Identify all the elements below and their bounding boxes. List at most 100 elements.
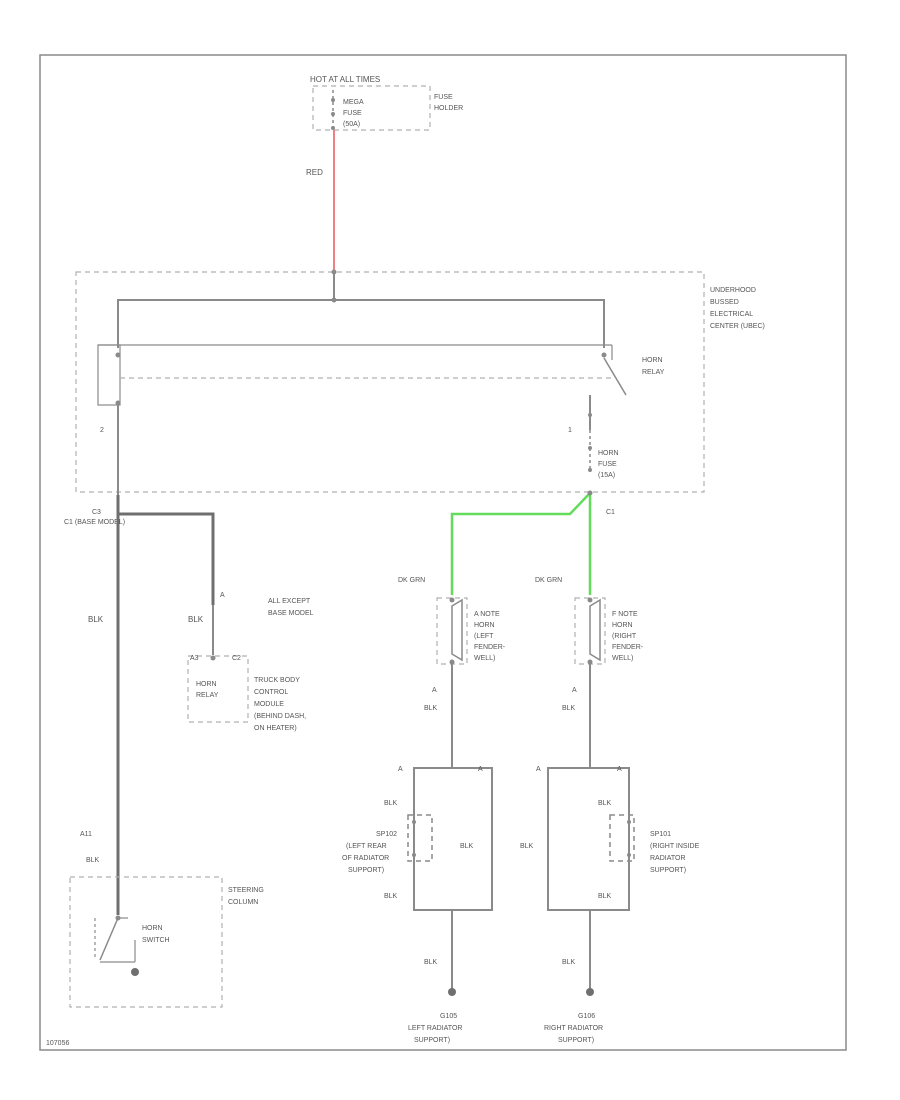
horn-right-label-1: F NOTE (612, 611, 638, 618)
tbcm-label-4: (BEHIND DASH, (254, 713, 306, 720)
dk-grn-wire-left (450, 492, 591, 595)
blk-wire-mid-label: BLK (188, 615, 204, 624)
pin-a-left-label: A (432, 687, 437, 694)
fuse-holder-label-2: HOLDER (434, 105, 463, 112)
horn-left-label-2: HORN (474, 622, 495, 629)
horn-relay-label-2: RELAY (642, 369, 665, 376)
ground-left-blk-label: BLK (424, 959, 438, 966)
ubec-label-3: ELECTRICAL (710, 311, 753, 318)
conn-c3-label: C3 (92, 509, 101, 516)
dk-grn-right-label: DK GRN (535, 577, 562, 584)
all-except-label-1: ALL EXCEPT (268, 598, 311, 605)
mega-fuse-label: MEGA (343, 99, 364, 106)
blk-horn-right-label: BLK (562, 705, 576, 712)
tbcm-label-1: TRUCK BODY (254, 677, 300, 684)
c1-note-label: C1 (BASE MODEL) (64, 519, 125, 526)
tbcm-label-3: MODULE (254, 701, 284, 708)
truck-body-control-module: A3 C2 HORN RELAY TRUCK BODY CONTROL MODU… (187, 605, 306, 732)
horn-fuse: 1 HORN FUSE (15A) (568, 395, 619, 479)
fuse-holder: HOT AT ALL TIMES MEGA FUSE (50A) FUSE HO… (310, 75, 463, 131)
horn-right-label-2: HORN (612, 622, 633, 629)
ground-g105: G105 LEFT RADIATOR SUPPORT) (408, 988, 462, 1044)
diagram-border (39, 54, 847, 1051)
horn-left-label-1: A NOTE (474, 611, 500, 618)
tbcm-relay-label-1: HORN (196, 681, 217, 688)
g105-label-2: LEFT RADIATOR (408, 1025, 462, 1032)
pin-a11-label: A11 (80, 831, 92, 838)
sp102-blk-bottom: BLK (384, 893, 398, 900)
ubec-box (75, 271, 705, 493)
sp101-conn-a: A (536, 766, 541, 773)
pin-1-label: 1 (568, 427, 572, 434)
tbcm-label-5: ON HEATER) (254, 725, 297, 732)
horn-left: A NOTE HORN (LEFT FENDER- WELL) (436, 597, 506, 665)
conn-c1-label: C1 (606, 509, 615, 516)
sp102-label-1: SP102 (376, 831, 397, 838)
figure-reference: 107056 (46, 1040, 69, 1047)
sp101-label-4: SUPPORT) (650, 867, 686, 874)
sp101-label-3: RADIATOR (650, 855, 686, 862)
red-wire-label: RED (306, 168, 323, 177)
sp102-label-3: OF RADIATOR (342, 855, 389, 862)
sp101-blk-top: BLK (598, 800, 612, 807)
g106-label-1: G106 (578, 1013, 595, 1020)
horn-right-label-4: FENDER- (612, 644, 644, 651)
horn-switch-label-1: HORN (142, 925, 163, 932)
sp101-conn-b: A (617, 766, 622, 773)
ground-icon (131, 968, 139, 976)
horn-relay: HORN RELAY (97, 344, 665, 406)
horn-left-label-4: FENDER- (474, 644, 506, 651)
sp102-label-4: SUPPORT) (348, 867, 384, 874)
sp101-label-1: SP101 (650, 831, 671, 838)
steering-column: STEERING COLUMN HORN SWITCH (69, 876, 264, 1008)
horn-left-label-3: (LEFT (474, 633, 494, 640)
sp102-blk-right: BLK (460, 843, 474, 850)
g106-label-2: RIGHT RADIATOR (544, 1025, 603, 1032)
all-except-label-2: BASE MODEL (268, 610, 314, 617)
sp102-conn-a: A (398, 766, 403, 773)
ubec-label-4: CENTER (UBEC) (710, 323, 765, 330)
ubec-label-1: UNDERHOOD (710, 287, 756, 294)
blk-column-label: BLK (86, 857, 100, 864)
tbcm-conn-c2: C2 (232, 655, 241, 662)
steering-column-label-1: STEERING (228, 887, 264, 894)
hot-at-all-times-label: HOT AT ALL TIMES (310, 75, 380, 84)
sp101-blk-bottom: BLK (598, 893, 612, 900)
horn-right: F NOTE HORN (RIGHT FENDER- WELL) (574, 597, 644, 665)
horn-relay-label-1: HORN (642, 357, 663, 364)
horn-fuse-rating: (15A) (598, 472, 615, 479)
sp101-label-2: (RIGHT INSIDE (650, 843, 700, 850)
splice-sp101: A A BLK BLK SP101 (RIGHT INSIDE RADIATOR… (520, 766, 700, 911)
pin-2-label: 2 (100, 427, 104, 434)
g105-label-3: SUPPORT) (414, 1037, 450, 1044)
pin-a-label: A (220, 592, 225, 599)
tbcm-relay-label-2: RELAY (196, 692, 219, 699)
dk-grn-left-label: DK GRN (398, 577, 425, 584)
ground-right-blk-label: BLK (562, 959, 576, 966)
mega-fuse-rating: (50A) (343, 121, 360, 128)
blk-horn-left-label: BLK (424, 705, 438, 712)
fuse-holder-label: FUSE (434, 94, 453, 101)
steering-column-label-2: COLUMN (228, 899, 258, 906)
splice-sp102: A A BLK BLK SP102 (LEFT REAR OF RADIATOR… (342, 766, 493, 911)
horn-right-label-5: WELL) (612, 655, 633, 662)
ubec-label-2: BUSSED (710, 299, 739, 306)
sp102-blk-top: BLK (384, 800, 398, 807)
sp102-conn-b: A (478, 766, 483, 773)
horn-fuse-label-2: FUSE (598, 461, 617, 468)
horn-switch-label-2: SWITCH (142, 937, 170, 944)
horn-right-label-3: (RIGHT (612, 633, 637, 640)
horn-fuse-label-1: HORN (598, 450, 619, 457)
horn-left-label-5: WELL) (474, 655, 495, 662)
blk-wire-tbcm (118, 512, 215, 605)
g106-label-3: SUPPORT) (558, 1037, 594, 1044)
sp101-blk-left: BLK (520, 843, 534, 850)
g105-label-1: G105 (440, 1013, 457, 1020)
sp102-label-2: (LEFT REAR (346, 843, 387, 850)
ground-g106: G106 RIGHT RADIATOR SUPPORT) (544, 988, 603, 1044)
tbcm-label-2: CONTROL (254, 689, 288, 696)
tbcm-pin-a3: A3 (190, 655, 199, 662)
pin-a-right-label: A (572, 687, 577, 694)
mega-fuse-label-2: FUSE (343, 110, 362, 117)
